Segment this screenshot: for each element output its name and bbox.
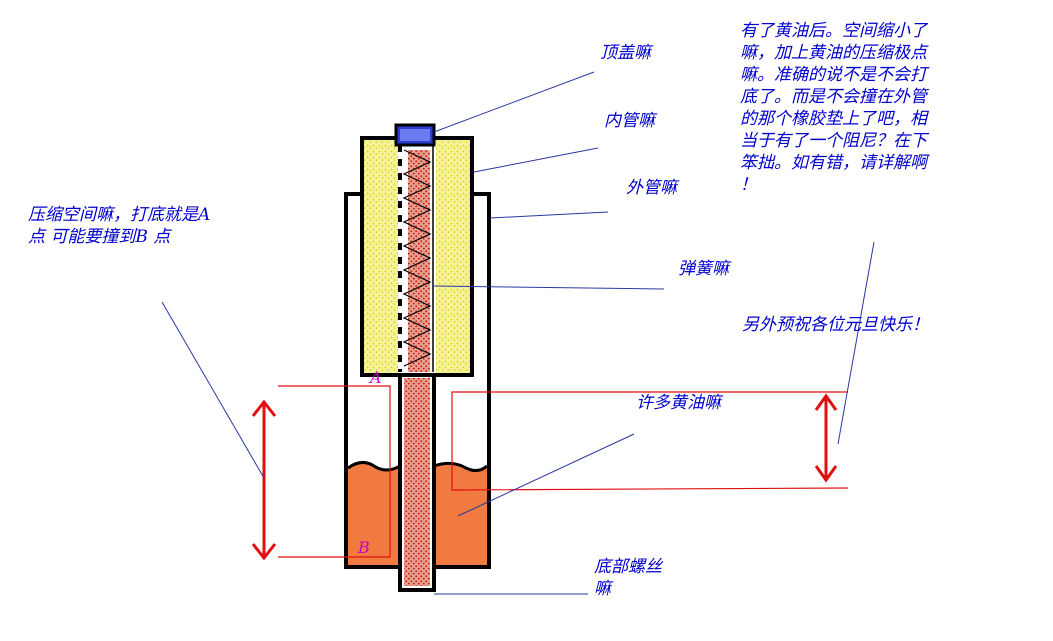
label-greeting: 另外预祝各位元旦快乐！ [742, 315, 929, 335]
label-bottom-screw-line2: 嘛 [594, 579, 611, 599]
spring-coil [402, 149, 432, 367]
label-inner-tube: 内管嘛 [604, 111, 655, 131]
point-b: B [358, 538, 370, 557]
point-a: A [370, 368, 382, 387]
left-double-arrow [251, 399, 277, 561]
label-bottom-screw-line1: 底部螺丝 [594, 557, 662, 577]
label-grease: 许多黄油嘛 [636, 393, 721, 413]
leader-inner-tube [473, 147, 599, 173]
leader-compress [161, 301, 265, 479]
leader-outer-tube [489, 211, 609, 219]
note-line: 底了。而是不会撞在外管 [740, 87, 927, 107]
note-line: 嘛。准确的说不是不会打 [740, 65, 927, 85]
piston-rod [398, 150, 436, 592]
label-compress-line2: 点 可能要撞到B 点 [28, 227, 171, 247]
leader-top-cap [433, 71, 595, 133]
leader-grease [457, 433, 635, 517]
red-reference-line-left [278, 385, 391, 558]
label-bottom-screw: 底部螺丝 嘛 [594, 556, 662, 600]
label-outer-tube: 外管嘛 [626, 178, 677, 198]
red-reference-line-right [451, 391, 849, 491]
leader-note [837, 241, 875, 445]
grease-fill-right [434, 463, 487, 565]
label-top-cap: 顶盖嘛 [600, 43, 651, 63]
leader-lines [161, 71, 875, 595]
note-line: 有了黄油后。空间缩小了 [740, 21, 927, 41]
label-spring: 弹簧嘛 [678, 259, 729, 279]
note-line: 当于有了一个阻尼？在下 [740, 131, 927, 151]
note-line: 的那个橡胶垫上了吧，相 [740, 109, 927, 129]
label-compress-space: 压缩空间嘛，打底就是A 点 可能要撞到B 点 [28, 204, 210, 248]
grease-fill [348, 462, 400, 565]
explanation-note: 有了黄油后。空间缩小了 嘛，加上黄油的压缩极点 嘛。准确的说不是不会打 底了。而… [740, 20, 1040, 196]
top-cap [394, 123, 436, 147]
label-compress-line1: 压缩空间嘛，打底就是A [28, 205, 211, 225]
note-line: ！ [740, 175, 757, 195]
leader-spring [431, 285, 665, 290]
right-double-arrow [814, 393, 838, 483]
grease-surface-line-right [433, 461, 488, 473]
note-line: 笨拙。如有错，请详解啊 [740, 153, 927, 173]
note-line: 嘛，加上黄油的压缩极点 [740, 43, 927, 63]
grease-surface-line [347, 461, 401, 472]
